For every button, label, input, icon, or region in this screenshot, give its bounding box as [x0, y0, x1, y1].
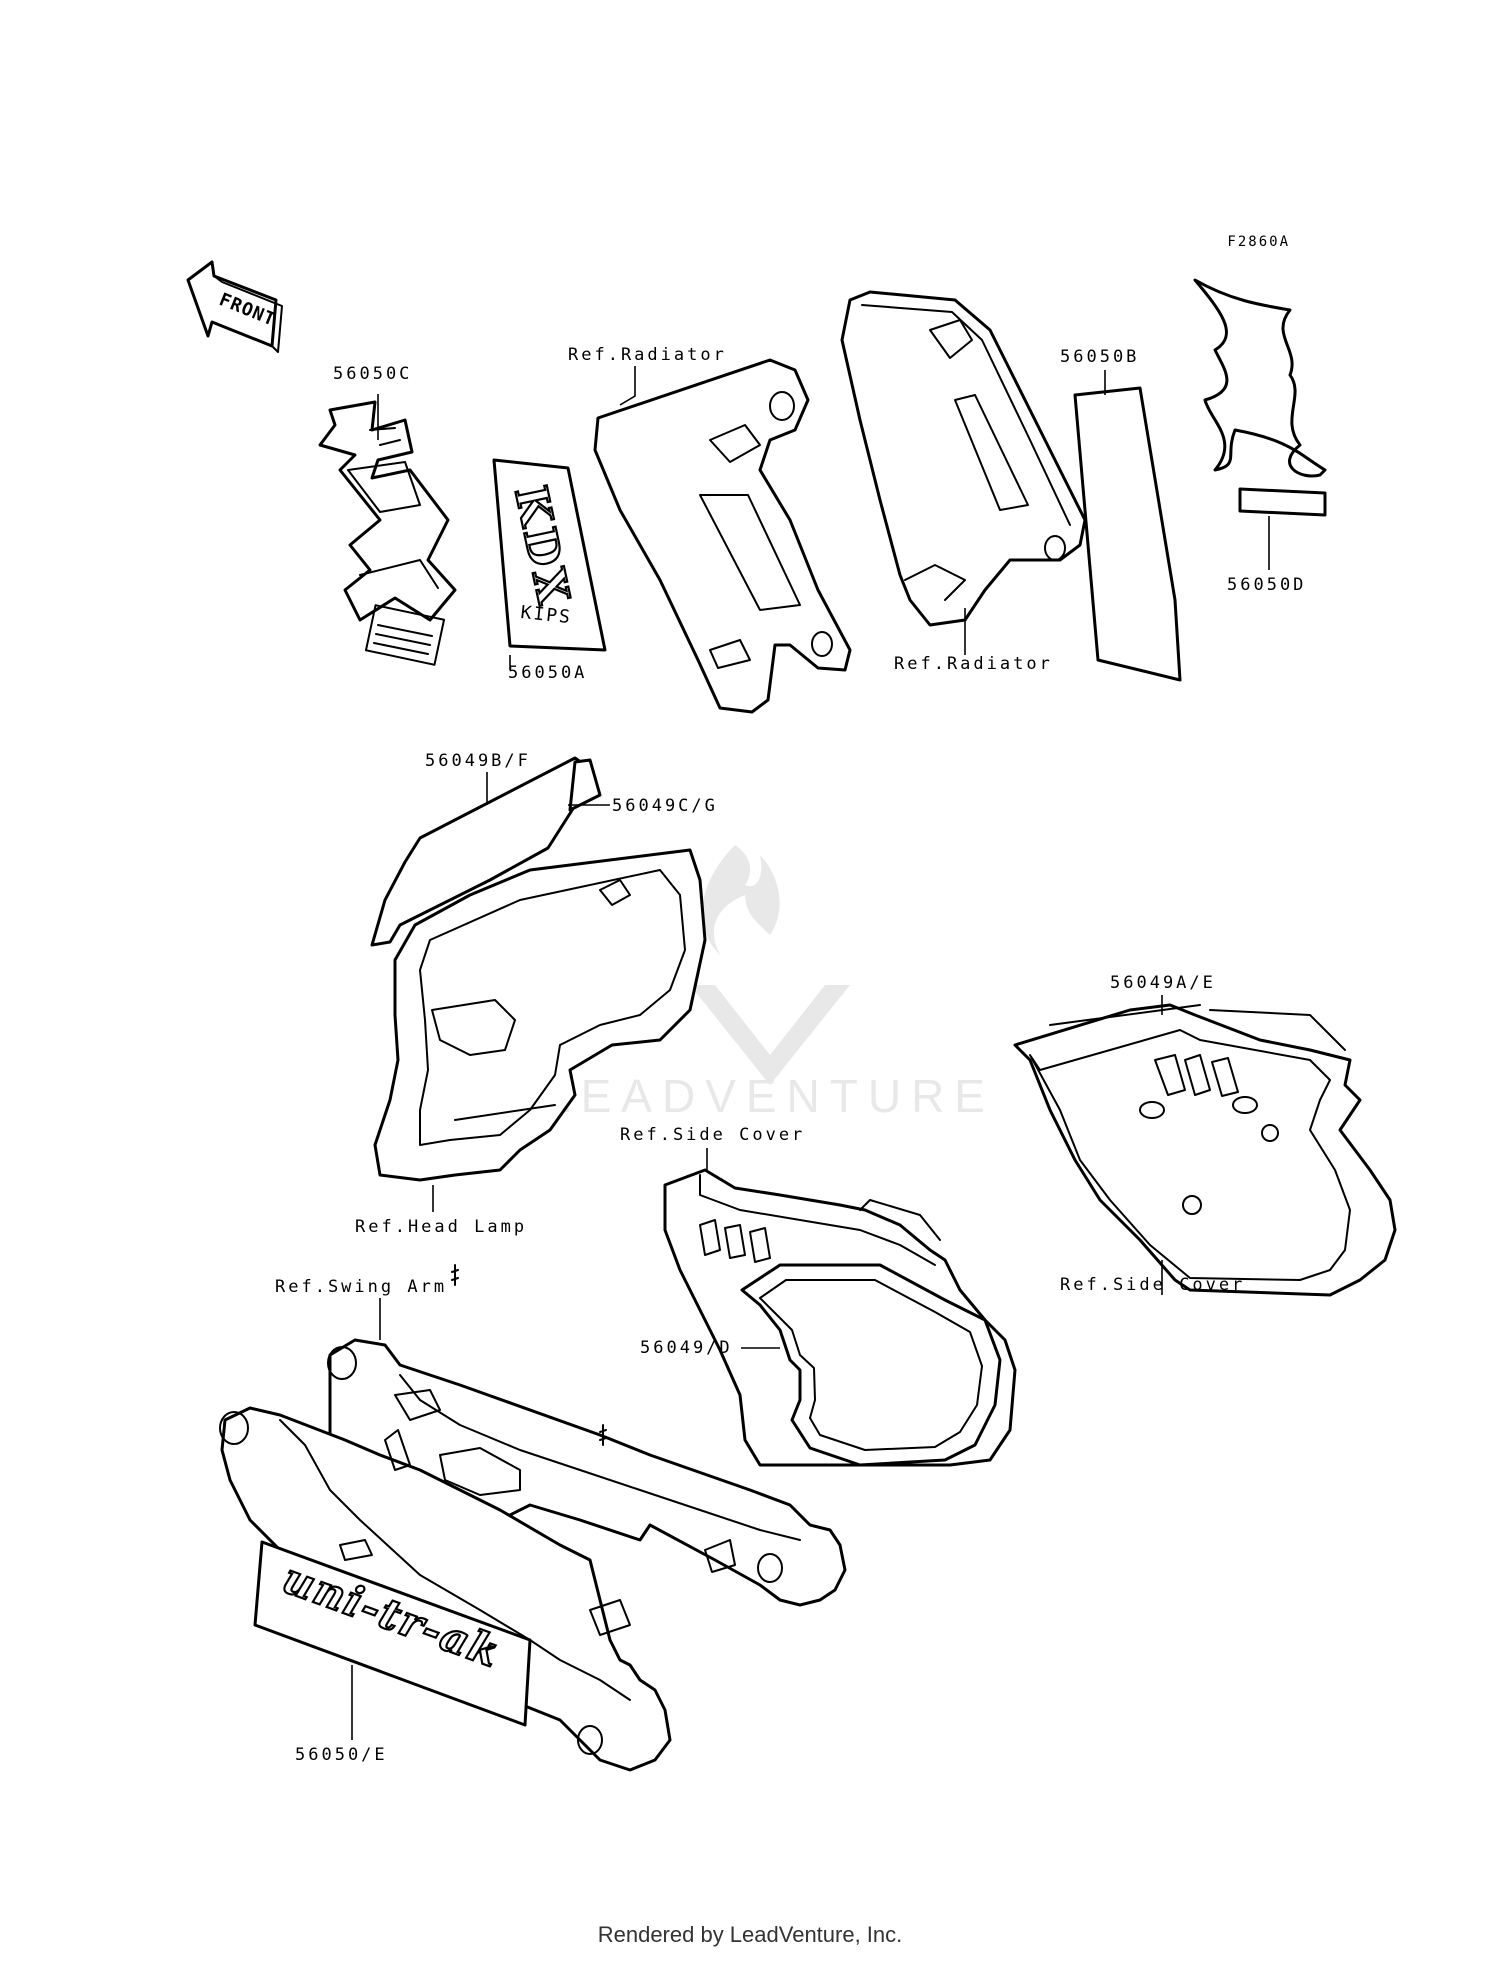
watermark-logo: LEADVENTURE — [545, 845, 995, 1122]
figure-id: F2860A — [1227, 234, 1290, 250]
callout-ref-side-cover-right: Ref.Side Cover — [1060, 1275, 1245, 1295]
callout-56050a: 56050A — [508, 663, 587, 683]
callout-56050e: 56050/E — [295, 1745, 388, 1765]
callout-56050b: 56050B — [1060, 347, 1139, 367]
head-lamp-plate — [373, 848, 707, 1182]
leader-lines — [351, 366, 1270, 1740]
footer-credit: Rendered by LeadVenture, Inc. — [597, 1922, 903, 1947]
decal-panel-56050b — [1073, 386, 1182, 682]
swing-arm — [219, 1264, 847, 1772]
radiator-shroud-left — [593, 358, 852, 714]
side-cover-left — [663, 1168, 1017, 1467]
watermark-text: LEADVENTURE — [545, 1070, 995, 1122]
callout-ref-radiator-top: Ref.Radiator — [568, 345, 727, 365]
callout-56050c: 56050C — [333, 364, 412, 384]
radiator-shroud-right — [840, 290, 1087, 627]
callout-ref-side-cover-left: Ref.Side Cover — [620, 1125, 805, 1145]
side-cover-right — [1013, 1003, 1397, 1297]
callout-ref-head-lamp: Ref.Head Lamp — [355, 1217, 527, 1237]
callout-ref-swing-arm: Ref.Swing Arm — [275, 1277, 447, 1297]
decal-kdx-large — [318, 400, 457, 666]
callout-56049d: 56049/D — [640, 1338, 733, 1358]
callout-56049ae: 56049A/E — [1110, 973, 1216, 993]
front-arrow-icon: FRONT — [186, 260, 283, 353]
callout-56049bf: 56049B/F — [425, 751, 531, 771]
decal-number-plate — [370, 756, 602, 947]
callout-labels: 56050C Ref.Radiator 56050B 56050A Ref.Ra… — [275, 345, 1306, 1765]
callout-56050d: 56050D — [1227, 575, 1306, 595]
callout-56049cg: 56049C/G — [612, 796, 718, 816]
decal-flame-56050d — [1193, 278, 1327, 517]
decal-kdx-kips: KDX KIPS — [492, 458, 607, 652]
callout-ref-radiator-bottom: Ref.Radiator — [894, 654, 1053, 674]
